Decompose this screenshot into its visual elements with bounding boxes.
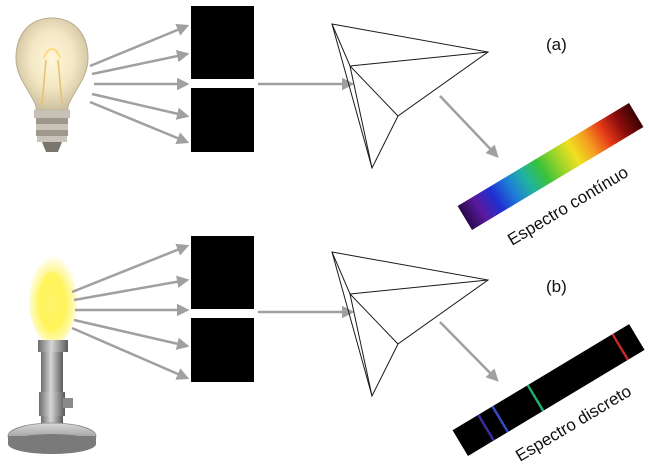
bunsen-burner-icon: [7, 256, 97, 454]
ray: [91, 49, 190, 76]
ray: [89, 100, 190, 144]
ray: [71, 326, 190, 380]
slit-block-top-b: [191, 236, 254, 309]
discrete-spectrum-lines: [477, 333, 630, 442]
slit-block-top-a: [191, 6, 254, 79]
panel-b: (b) Espectro discreto: [7, 236, 645, 465]
panel-tag-b: (b): [546, 277, 567, 296]
beam-to-spectrum-a: [439, 95, 499, 158]
ray: [71, 243, 190, 294]
ray: [73, 275, 190, 302]
light-rays-b: [71, 243, 190, 380]
slit-block-bottom-a: [191, 88, 254, 152]
panel-a: (a) Espectro contínuo: [15, 6, 644, 249]
slit-block-bottom-b: [191, 318, 254, 382]
panel-tag-a: (a): [546, 35, 567, 54]
light-bulb-icon: [15, 17, 89, 152]
emission-line: [491, 405, 509, 433]
ray: [89, 24, 190, 68]
ray: [91, 92, 190, 120]
prism-a: [331, 23, 490, 170]
beam-to-spectrum-b: [439, 321, 499, 382]
continuous-spectrum-band: [457, 102, 644, 230]
emission-line: [611, 333, 630, 361]
light-rays-a: [89, 24, 190, 144]
discrete-spectrum-band: [452, 324, 645, 456]
prism-b: [331, 251, 490, 398]
emission-line: [477, 414, 495, 442]
emission-line: [526, 384, 545, 412]
ray: [73, 318, 190, 350]
